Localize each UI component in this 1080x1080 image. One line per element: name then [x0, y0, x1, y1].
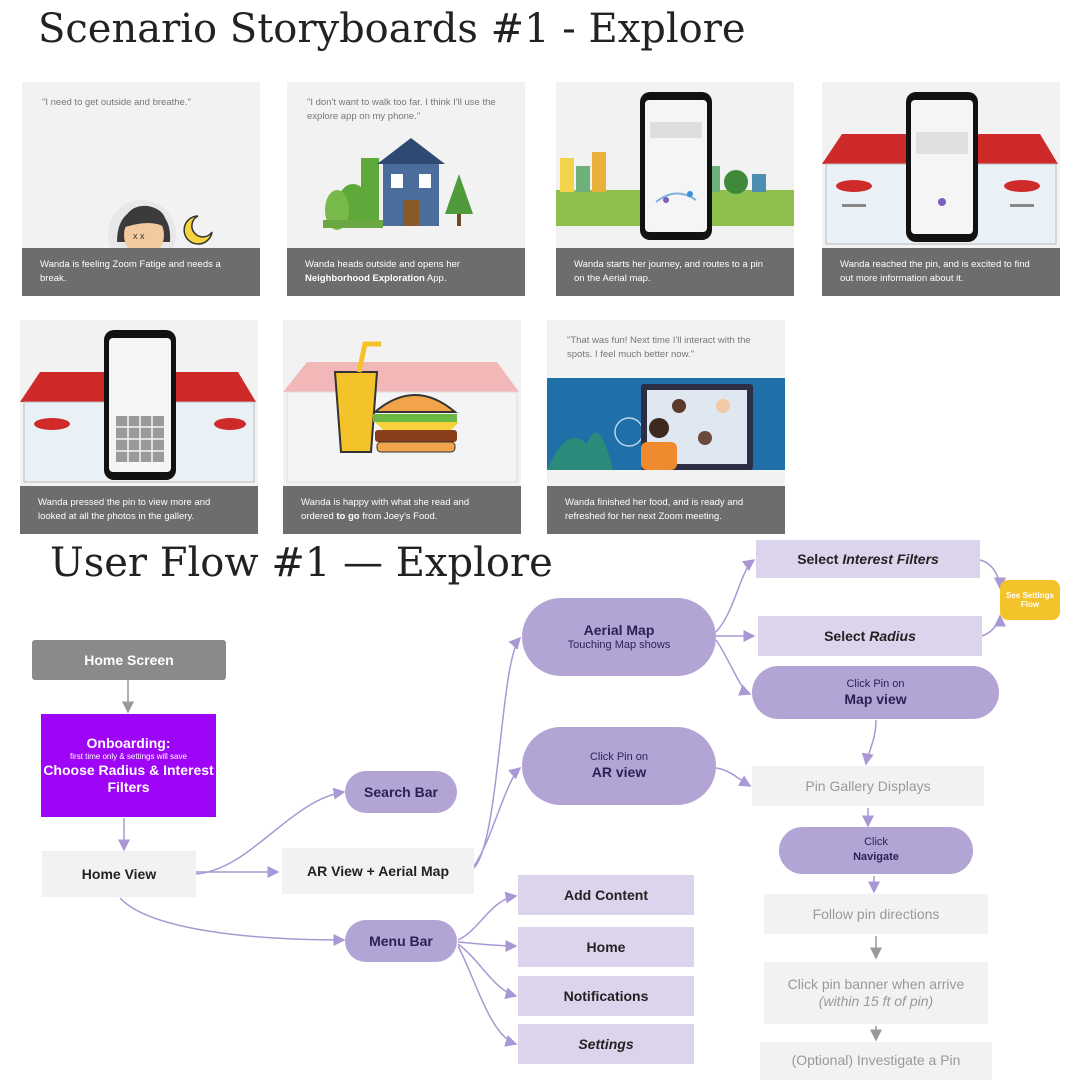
click-pin-banner-node: Click pin banner when arrive (within 15 …: [764, 962, 988, 1024]
see-settings-flow-node: See Settings Flow: [1000, 580, 1060, 620]
storyboard-panel-5: Wanda pressed the pin to view more and l…: [20, 320, 258, 534]
panel-7-quote: "That was fun! Next time I'll interact w…: [567, 335, 751, 360]
ar-aerial-map-node: AR View + Aerial Map: [282, 848, 474, 894]
search-bar-node: Search Bar: [345, 771, 457, 813]
click-navigate-node: Click Navigate: [779, 827, 973, 874]
panel-4-caption: Wanda reached the pin, and is excited to…: [822, 248, 1060, 296]
gallery-phone-illustration: [20, 330, 256, 483]
investigate-pin-node: (Optional) Investigate a Pin: [760, 1042, 992, 1080]
panel-2-caption: Wanda heads outside and opens her Neighb…: [287, 248, 525, 296]
storyboard-panel-7: "That was fun! Next time I'll interact w…: [547, 320, 785, 534]
menu-bar-node: Menu Bar: [345, 920, 457, 962]
storyboard-panel-3: Wanda starts her journey, and routes to …: [556, 82, 794, 296]
onboarding-node: Onboarding: first time only & settings w…: [41, 714, 216, 817]
house-illustration: [323, 138, 473, 230]
journey-map-illustration: [556, 92, 794, 240]
settings-node: Settings: [518, 1024, 694, 1064]
click-pin-ar-node: Click Pin on AR view: [522, 727, 716, 805]
select-radius-node: Select Radius: [758, 616, 982, 656]
panel-5-caption: Wanda pressed the pin to view more and l…: [20, 486, 258, 534]
notifications-node: Notifications: [518, 976, 694, 1016]
cafe-phone-illustration: [822, 92, 1058, 245]
storyboard-panel-4: Wanda reached the pin, and is excited to…: [822, 82, 1060, 296]
panel-6-caption: Wanda is happy with what she read and or…: [283, 486, 521, 534]
add-content-node: Add Content: [518, 875, 694, 915]
click-pin-map-node: Click Pin on Map view: [752, 666, 999, 719]
panel-3-caption: Wanda starts her journey, and routes to …: [556, 248, 794, 296]
svg-text:x x: x x: [133, 231, 145, 241]
select-interest-filters-node: Select Interest Filters: [756, 540, 980, 578]
panel-2-quote: "I don't want to walk too far. I think I…: [307, 97, 496, 122]
storyboard-title: Scenario Storyboards #1 - Explore: [38, 6, 746, 52]
panel-1-caption: Wanda is feeling Zoom Fatige and needs a…: [22, 248, 260, 296]
burger-drink-illustration: [283, 341, 519, 483]
storyboard-panel-6: Wanda is happy with what she read and or…: [283, 320, 521, 534]
panel-1-quote: "I need to get outside and breathe.": [42, 97, 191, 108]
home-node: Home: [518, 927, 694, 967]
aerial-map-node: Aerial Map Touching Map shows: [522, 598, 716, 676]
user-flow-title: User Flow #1 — Explore: [50, 540, 553, 586]
video-call-illustration: [547, 378, 785, 470]
storyboard-panel-2: "I don't want to walk too far. I think I…: [287, 82, 525, 296]
follow-pin-directions-node: Follow pin directions: [764, 894, 988, 934]
panel-7-caption: Wanda finished her food, and is ready an…: [547, 486, 785, 534]
home-view-node: Home View: [42, 851, 196, 897]
storyboard-panel-1: x x "I need to get outside and breathe."…: [22, 82, 260, 296]
pin-gallery-node: Pin Gallery Displays: [752, 766, 984, 806]
home-screen-node: Home Screen: [32, 640, 226, 680]
